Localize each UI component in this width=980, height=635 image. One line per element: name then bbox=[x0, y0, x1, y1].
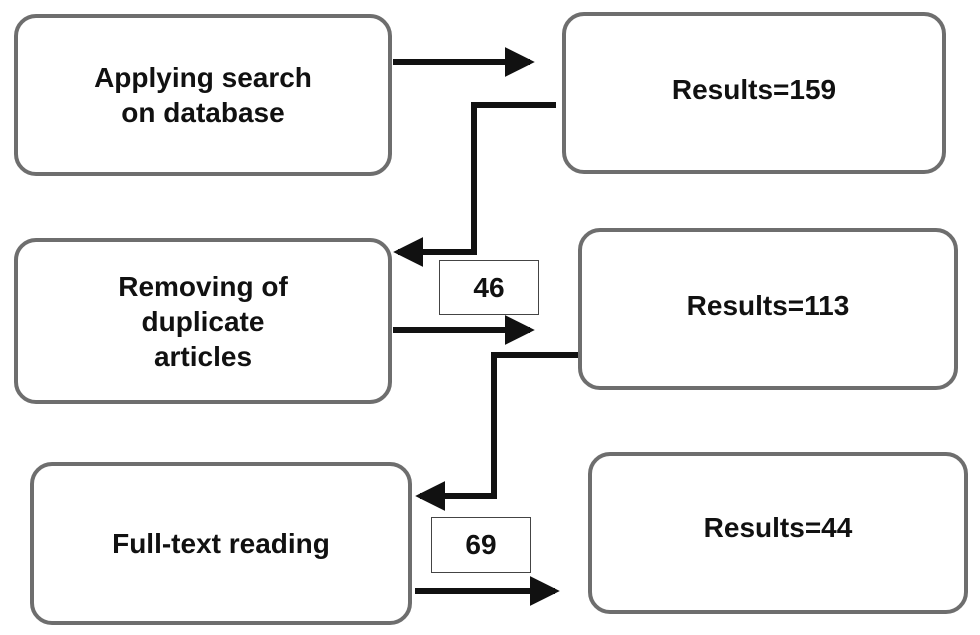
result-box-2: Results=113 bbox=[578, 228, 958, 390]
removed-count-fulltext-label: 69 bbox=[465, 529, 497, 560]
step-label-fulltext: Full-text reading bbox=[112, 528, 330, 559]
removed-count-duplicates: 46 bbox=[439, 260, 539, 315]
step-box-search: Applying search on database bbox=[14, 14, 392, 176]
arrow-result2-to-step3 bbox=[415, 352, 578, 511]
result-box-1: Results=159 bbox=[562, 12, 946, 174]
removed-count-duplicates-label: 46 bbox=[473, 271, 505, 303]
step-box-duplicates: Removing of duplicate articles bbox=[14, 238, 392, 404]
step-box-fulltext: Full-text reading bbox=[30, 462, 412, 625]
removed-count-fulltext: 69 bbox=[431, 517, 531, 573]
result-label-1: Results=159 bbox=[671, 74, 837, 105]
step-label-duplicates: Removing of duplicate articles bbox=[118, 270, 288, 372]
arrow-result1-to-step2 bbox=[393, 102, 556, 267]
step-label-search: Applying search on database bbox=[94, 62, 312, 128]
result-box-3: Results=44 bbox=[588, 452, 968, 614]
result-label-3: Results=44 bbox=[703, 512, 853, 543]
result-label-2: Results=113 bbox=[686, 290, 850, 321]
